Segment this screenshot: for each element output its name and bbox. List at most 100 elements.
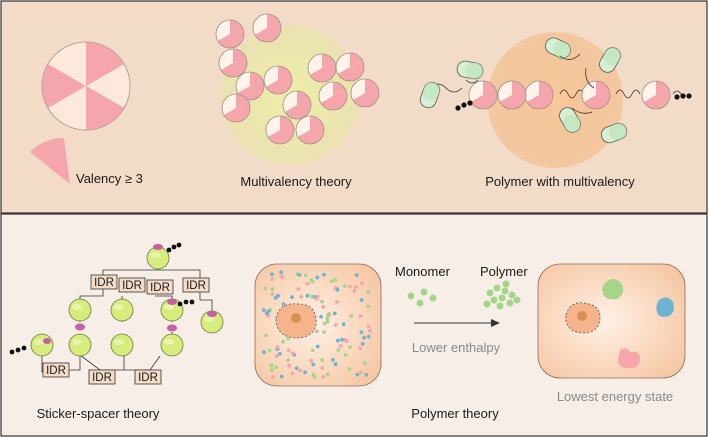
sticker-spacer-diagram: IDR IDR IDR IDR IDR IDR IDR [9,242,224,385]
molecule-dot [276,293,280,298]
molecule-dot [343,353,348,357]
molecule-dot [364,372,369,377]
molecule-dot [368,328,372,333]
molecule-dot [327,312,331,316]
molecule-dot [358,346,362,351]
molecule-dot [304,273,308,278]
molecule-dot [333,362,338,367]
molecule-dot [360,281,364,285]
idr-box: IDR [42,362,70,378]
molecule-dot [338,344,343,348]
molecule-dot [274,354,279,358]
molecule-dot [358,370,363,375]
molecule-dot [320,358,324,362]
molecule-dot [269,363,274,368]
molecule-dot [366,304,370,309]
molecule-dot [305,281,310,286]
molecule-dot [279,274,284,278]
molecule-dot [270,375,275,379]
molecule-dot [287,363,292,368]
molecule-dot [279,374,284,379]
molecule-dot [296,287,301,291]
molecule-dot [343,338,348,342]
molecule-dot [333,323,338,327]
idr-box: IDR [88,369,116,385]
molecule-dot [264,333,269,338]
lowest-energy-label: Lowest energy state [557,389,673,404]
svg-text:IDR: IDR [46,365,66,377]
molecule-dot [270,287,275,292]
molecule-dot [261,308,266,312]
molecule-dot [336,338,340,343]
molecule-dot [331,358,335,362]
molecule-dot [315,344,320,349]
molecule-dot [354,273,359,277]
molecule-dot [305,293,310,298]
molecule-dot [322,321,327,326]
cell-dispersed [254,263,382,387]
molecule-dot [270,272,274,277]
molecule-dot [270,292,275,297]
molecule-dot [335,299,339,304]
molecule-dot [341,322,346,327]
svg-text:IDR: IDR [94,277,114,289]
molecule-dot [359,330,364,335]
molecule-dot [360,342,365,346]
cell-condensed [537,263,686,379]
monomer-label: Monomer [395,264,451,279]
molecule-dot [309,359,314,363]
molecule-dot [362,335,367,340]
molecule-dot [270,277,274,282]
molecule-dot [290,351,295,356]
molecule-dot [358,314,363,318]
molecule-dot [366,290,370,294]
molecule-dot [359,298,364,302]
molecule-dot [311,362,316,367]
molecule-dot [299,294,303,299]
polymer-glow [487,32,623,168]
valency-wedge-icon [30,137,70,184]
molecule-dot [348,284,352,289]
idr-box: IDR [118,277,146,293]
molecule-dot [309,278,314,282]
valency-sphere-icon [41,41,131,131]
svg-text:IDR: IDR [92,372,112,384]
molecule-dot [321,305,326,309]
polymer-dots [483,280,521,310]
molecule-dot [314,296,319,301]
molecule-dot [320,299,324,304]
molecule-dot [333,278,338,282]
molecule-dot [279,270,283,274]
molecule-dot [322,330,327,334]
molecule-dot [269,368,274,373]
polymer-chain [417,34,692,146]
molecule-dot [303,370,307,375]
svg-text:IDR: IDR [122,280,142,292]
molecule-dot [315,329,319,334]
polymer-multivalency-label: Polymer with multivalency [485,174,635,189]
molecule-dot [335,288,340,292]
sticker-spacer-label: Sticker-spacer theory [37,406,160,421]
molecule-dot [265,311,269,316]
molecule-dot [315,275,320,280]
monomer-dots [407,288,437,307]
svg-text:IDR: IDR [138,372,158,384]
molecule-dot [310,294,314,299]
idr-box: IDR [134,369,162,385]
molecule-dot [275,345,280,349]
arrow-icon [414,319,500,327]
idr-box: IDR [90,274,118,290]
molecule-dot [349,313,354,318]
molecule-dot [342,284,347,288]
idr-box: IDR [146,279,174,295]
polymer-small-label: Polymer [480,264,528,279]
molecule-dot [267,348,272,353]
molecule-dot [363,361,367,366]
multivalency-label: Multivalency theory [240,174,352,189]
molecule-dot [286,358,291,362]
molecule-dot [366,334,371,339]
valency-label: Valency ≥ 3 [76,171,143,186]
molecule-dot [325,372,330,377]
molecule-dot [355,372,360,377]
